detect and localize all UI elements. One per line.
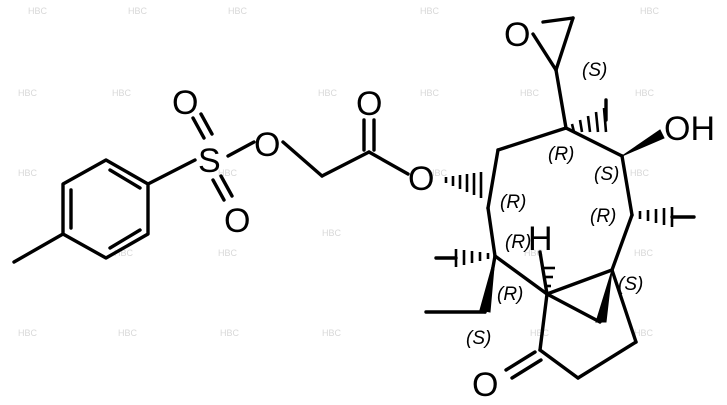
- watermark-4: HBC: [420, 6, 440, 16]
- watermark-10: HBC: [520, 88, 540, 98]
- ketone-oxygen: O: [472, 366, 498, 404]
- wedge-bonds: [479, 129, 665, 323]
- sulfonyl-group: S O O O O O: [172, 84, 434, 240]
- watermark-6: HBC: [18, 88, 38, 98]
- stereo-ring-quat-c: (R): [505, 232, 531, 253]
- watermark-pattern: HBC HBC HBC HBC HBC HBC HBC HBC HBC HBC …: [18, 6, 660, 338]
- watermark-11: HBC: [635, 88, 655, 98]
- watermark-12: HBC: [18, 168, 38, 178]
- watermark-23: HBC: [220, 328, 240, 338]
- watermark-19: HBC: [524, 248, 544, 258]
- watermark-16: HBC: [114, 248, 134, 258]
- aryl-sulfur-bond: [146, 158, 197, 186]
- watermark-21: HBC: [18, 328, 38, 338]
- watermark-2: HBC: [128, 6, 148, 16]
- watermark-26: HBC: [634, 328, 654, 338]
- stereo-methyl-c: (R): [590, 206, 616, 227]
- hashed-bond-acyloxy: [444, 172, 483, 198]
- sulfur-atom: S: [198, 142, 221, 180]
- carbonyl-oxygen: O: [356, 85, 382, 123]
- stereo-acyloxy-c: (R): [500, 192, 526, 213]
- atom-labels: O OH H O: [472, 16, 715, 404]
- hydroxyl-group: OH: [664, 110, 715, 148]
- stereo-carbinol-c: (S): [594, 164, 619, 185]
- watermark-7: HBC: [112, 88, 132, 98]
- watermark-5: HBC: [640, 6, 660, 16]
- stereo-labels: (S) (R) (S) (R) (R) (R) (S) (R) (S): [466, 60, 643, 349]
- watermark-24: HBC: [322, 328, 342, 338]
- stereo-epoxide-c: (S): [582, 60, 607, 81]
- stereo-bridgehead-c: (R): [497, 284, 523, 305]
- sulfonyl-oxygen-bottom: O: [224, 202, 250, 240]
- acyloxy-oxygen: O: [408, 160, 434, 198]
- stereo-spiro-c: (S): [618, 274, 643, 295]
- watermark-18: HBC: [322, 228, 342, 238]
- watermark-14: HBC: [428, 168, 448, 178]
- stereo-quat-c: (R): [548, 144, 574, 165]
- sulfonate-oxygen: O: [254, 126, 280, 164]
- watermark-15: HBC: [630, 168, 650, 178]
- carbon-skeleton: [424, 16, 638, 380]
- watermark-13: HBC: [218, 168, 238, 178]
- watermark-9: HBC: [420, 88, 440, 98]
- watermark-22: HBC: [118, 328, 138, 338]
- stereo-ethyl-c: (S): [466, 328, 491, 349]
- methyl-stubs: [434, 98, 696, 260]
- tolyl-methyl-bond: [12, 232, 65, 264]
- sulfonyl-oxygen-top: O: [172, 84, 198, 122]
- watermark-17: HBC: [218, 248, 238, 258]
- bridgehead-hydrogen: H: [528, 220, 553, 258]
- toluene-ring: [12, 158, 197, 264]
- watermark-25: HBC: [530, 328, 550, 338]
- watermark-3: HBC: [228, 6, 248, 16]
- watermark-1: HBC: [28, 6, 48, 16]
- watermark-8: HBC: [318, 88, 338, 98]
- watermark-20: HBC: [634, 248, 654, 258]
- epoxide-oxygen: O: [504, 16, 530, 54]
